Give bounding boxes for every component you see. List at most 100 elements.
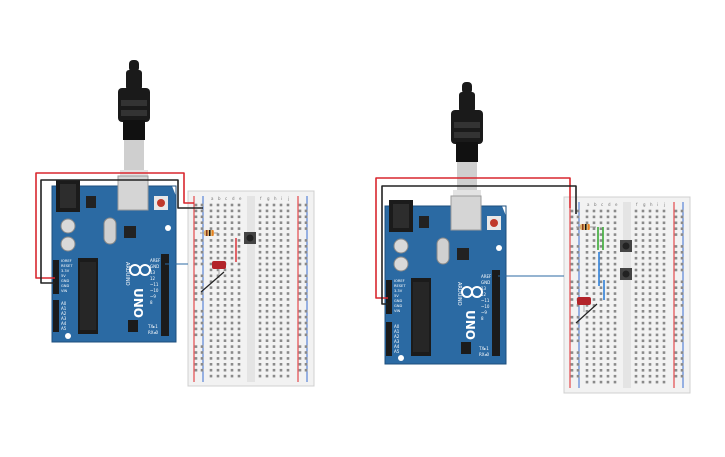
rail-hole[interactable] — [194, 363, 198, 366]
breadboard-hole[interactable] — [606, 339, 610, 343]
breadboard-hole[interactable] — [258, 245, 262, 248]
breadboard-hole[interactable] — [592, 221, 596, 225]
breadboard-hole[interactable] — [641, 221, 645, 225]
breadboard-hole[interactable] — [286, 292, 290, 295]
breadboard-hole[interactable] — [237, 239, 241, 242]
breadboard-hole[interactable] — [613, 380, 617, 384]
breadboard-hole[interactable] — [648, 262, 652, 266]
breadboard-hole[interactable] — [606, 233, 610, 236]
breadboard-hole[interactable] — [655, 380, 659, 384]
breadboard-hole[interactable] — [223, 351, 227, 354]
rail-hole[interactable] — [674, 256, 678, 260]
breadboard-hole[interactable] — [648, 251, 652, 254]
breadboard-hole[interactable] — [272, 274, 276, 278]
breadboard-hole[interactable] — [662, 274, 666, 278]
breadboard-hole[interactable] — [265, 298, 269, 301]
breadboard-hole[interactable] — [599, 369, 603, 372]
usb-cable-icon[interactable] — [118, 60, 150, 180]
rail-hole[interactable] — [576, 315, 580, 319]
rail-hole[interactable] — [576, 321, 580, 325]
breadboard-hole[interactable] — [585, 304, 589, 307]
breadboard-hole[interactable] — [634, 274, 638, 278]
breadboard-hole[interactable] — [286, 268, 290, 272]
breadboard-hole[interactable] — [655, 262, 659, 266]
rail-hole[interactable] — [576, 280, 580, 284]
rail-hole[interactable] — [194, 280, 198, 283]
breadboard-hole[interactable] — [592, 227, 596, 230]
breadboard-hole[interactable] — [655, 304, 659, 307]
breadboard-hole[interactable] — [286, 245, 290, 248]
breadboard-hole[interactable] — [648, 292, 652, 295]
rail-hole[interactable] — [304, 274, 308, 278]
rail-hole[interactable] — [304, 286, 308, 289]
rail-hole[interactable] — [674, 327, 678, 331]
breadboard-hole[interactable] — [634, 304, 638, 307]
breadboard-hole[interactable] — [662, 363, 666, 366]
breadboard-hole[interactable] — [265, 339, 269, 342]
breadboard-hole[interactable] — [209, 227, 213, 230]
breadboard-hole[interactable] — [592, 256, 596, 260]
rail-hole[interactable] — [680, 262, 684, 266]
rail-hole[interactable] — [194, 345, 198, 348]
breadboard-hole[interactable] — [613, 351, 617, 354]
breadboard-hole[interactable] — [585, 374, 589, 378]
breadboard-hole[interactable] — [279, 339, 283, 342]
breadboard-hole[interactable] — [272, 327, 276, 331]
breadboard-hole[interactable] — [634, 321, 638, 325]
breadboard-hole[interactable] — [648, 209, 652, 213]
rail-hole[interactable] — [570, 221, 574, 225]
breadboard-hole[interactable] — [606, 380, 610, 384]
rail-hole[interactable] — [570, 215, 574, 219]
rail-hole[interactable] — [298, 256, 302, 260]
breadboard-hole[interactable] — [648, 345, 652, 348]
breadboard-hole[interactable] — [230, 333, 234, 337]
breadboard-hole[interactable] — [606, 298, 610, 301]
breadboard-hole[interactable] — [223, 309, 227, 313]
breadboard-hole[interactable] — [237, 286, 241, 289]
rail-hole[interactable] — [194, 286, 198, 289]
breadboard-hole[interactable] — [648, 280, 652, 284]
breadboard-hole[interactable] — [230, 227, 234, 230]
breadboard-hole[interactable] — [216, 227, 220, 230]
breadboard-hole[interactable] — [613, 274, 617, 278]
breadboard-hole[interactable] — [613, 280, 617, 284]
rail-hole[interactable] — [674, 315, 678, 319]
rail-hole[interactable] — [680, 292, 684, 295]
rail-hole[interactable] — [200, 363, 204, 366]
rail-hole[interactable] — [570, 333, 574, 337]
breadboard-hole[interactable] — [237, 368, 241, 372]
breadboard-hole[interactable] — [223, 315, 227, 319]
breadboard-hole[interactable] — [606, 315, 610, 319]
breadboard-hole[interactable] — [286, 298, 290, 301]
breadboard-hole[interactable] — [641, 268, 645, 272]
breadboard-hole[interactable] — [592, 239, 596, 242]
breadboard-hole[interactable] — [272, 363, 276, 366]
breadboard-hole[interactable] — [237, 215, 241, 219]
breadboard-hole[interactable] — [606, 363, 610, 366]
rail-hole[interactable] — [200, 309, 204, 313]
breadboard-hole[interactable] — [258, 274, 262, 278]
breadboard-hole[interactable] — [662, 351, 666, 354]
breadboard-hole[interactable] — [641, 304, 645, 307]
breadboard-hole[interactable] — [613, 304, 617, 307]
breadboard-hole[interactable] — [641, 310, 645, 313]
breadboard-hole[interactable] — [662, 327, 666, 331]
breadboard-hole[interactable] — [265, 315, 269, 319]
rail-hole[interactable] — [200, 245, 204, 248]
rail-hole[interactable] — [570, 363, 574, 366]
breadboard-hole[interactable] — [641, 286, 645, 289]
breadboard-hole[interactable] — [662, 315, 666, 319]
breadboard-hole[interactable] — [662, 304, 666, 307]
breadboard-hole[interactable] — [216, 315, 220, 319]
breadboard-hole[interactable] — [272, 333, 276, 337]
breadboard-hole[interactable] — [599, 333, 603, 337]
breadboard-hole[interactable] — [655, 227, 659, 230]
rail-hole[interactable] — [570, 369, 574, 372]
breadboard-hole[interactable] — [606, 327, 610, 331]
breadboard-hole[interactable] — [209, 363, 213, 366]
breadboard-hole[interactable] — [258, 227, 262, 230]
breadboard-hole[interactable] — [286, 233, 290, 236]
breadboard-hole[interactable] — [655, 286, 659, 289]
rail-hole[interactable] — [680, 209, 684, 213]
wire-led-gnd[interactable] — [575, 303, 598, 324]
